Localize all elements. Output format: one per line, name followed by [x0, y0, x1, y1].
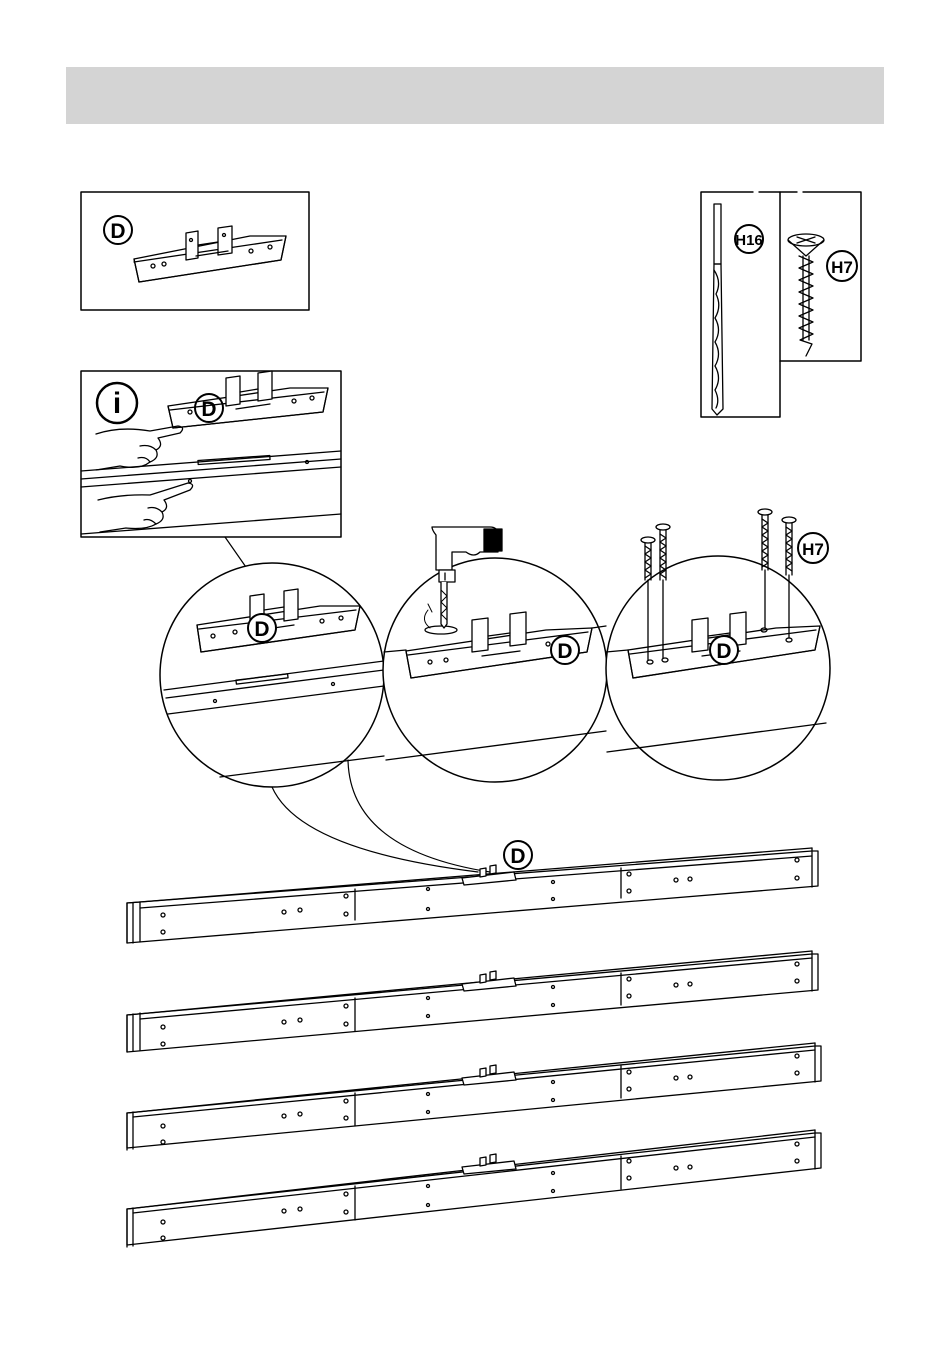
info-box: i D	[81, 371, 341, 537]
screw-icon	[788, 234, 824, 356]
circle3-part-label: D	[716, 640, 731, 663]
info-symbol: i	[113, 387, 121, 420]
circle1-part-label: D	[254, 618, 269, 641]
screw-h7-label: H7	[831, 258, 853, 277]
rail-callout-label: D	[510, 845, 525, 868]
bracket-d-icon	[134, 226, 286, 282]
rail-4	[127, 1130, 821, 1247]
circle2-part-label: D	[557, 640, 572, 663]
rail-2	[127, 951, 818, 1052]
drill-bit-icon	[712, 204, 723, 415]
info-part-label: D	[201, 398, 216, 421]
drill-h16-label: H16	[735, 232, 763, 249]
detail-circle-3: D H7	[606, 509, 830, 780]
rail-1: D	[127, 841, 818, 943]
hardware-box: H16 H7	[701, 189, 861, 417]
circle3-screw-label: H7	[802, 540, 824, 559]
part-d-box: D	[81, 192, 309, 310]
detail-circle-1: D	[160, 563, 384, 787]
detail-circle-2: D	[383, 558, 607, 782]
part-d-label: D	[110, 220, 125, 243]
rail-3	[127, 1043, 821, 1150]
